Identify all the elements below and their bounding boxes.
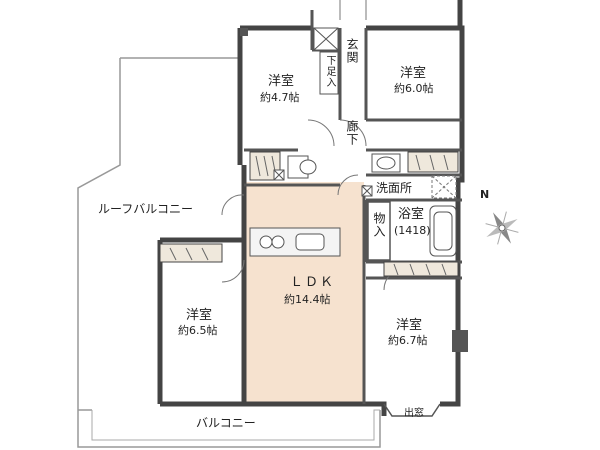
room-bath-name: 浴室 xyxy=(398,207,425,222)
room-ldk-area: 約14.4帖 xyxy=(284,293,331,306)
compass-icon xyxy=(485,211,519,245)
label-shoe-closet: 下足入 xyxy=(324,55,335,88)
pipe-spaces xyxy=(273,27,373,197)
ldk-floor xyxy=(244,182,364,404)
roof-balcony-outline xyxy=(77,57,381,448)
bay-window-outline xyxy=(383,403,441,417)
washing-machine xyxy=(431,175,457,199)
exterior-walls xyxy=(157,0,465,416)
bathtub xyxy=(429,205,457,257)
room-western-nw-area: 約4.7帖 xyxy=(260,91,300,104)
compass-north-label: N xyxy=(480,188,490,201)
balcony-outline xyxy=(91,409,380,441)
label-hallway: 廊下 xyxy=(345,120,359,146)
columns xyxy=(240,28,468,352)
label-bay-window: 出窓 xyxy=(404,408,424,419)
room-western-se-name: 洋室 xyxy=(396,318,423,333)
room-western-ne-name: 洋室 xyxy=(400,66,427,81)
closet-hatch xyxy=(169,154,449,276)
room-western-w-area: 約6.5帖 xyxy=(178,324,218,337)
shoe-closet xyxy=(319,51,339,95)
room-bath-size: (1418) xyxy=(394,224,431,237)
label-storage: 物入 xyxy=(372,212,386,238)
room-western-ne-area: 約6.0帖 xyxy=(394,82,434,95)
toilet xyxy=(287,155,317,179)
room-western-w-name: 洋室 xyxy=(186,308,213,323)
label-roof-balcony: ルーフバルコニー xyxy=(98,202,194,216)
label-balcony: バルコニー xyxy=(196,416,256,430)
room-ldk-name: ＬＤＫ xyxy=(290,275,336,290)
wash-basin xyxy=(371,153,401,173)
storage-closet xyxy=(367,201,391,261)
room-western-se-area: 約6.7帖 xyxy=(388,334,428,347)
room-western-nw-name: 洋室 xyxy=(268,74,295,89)
kitchen-counter xyxy=(249,227,341,257)
label-washroom: 洗面所 xyxy=(376,181,413,195)
label-entrance: 玄関 xyxy=(345,38,359,64)
